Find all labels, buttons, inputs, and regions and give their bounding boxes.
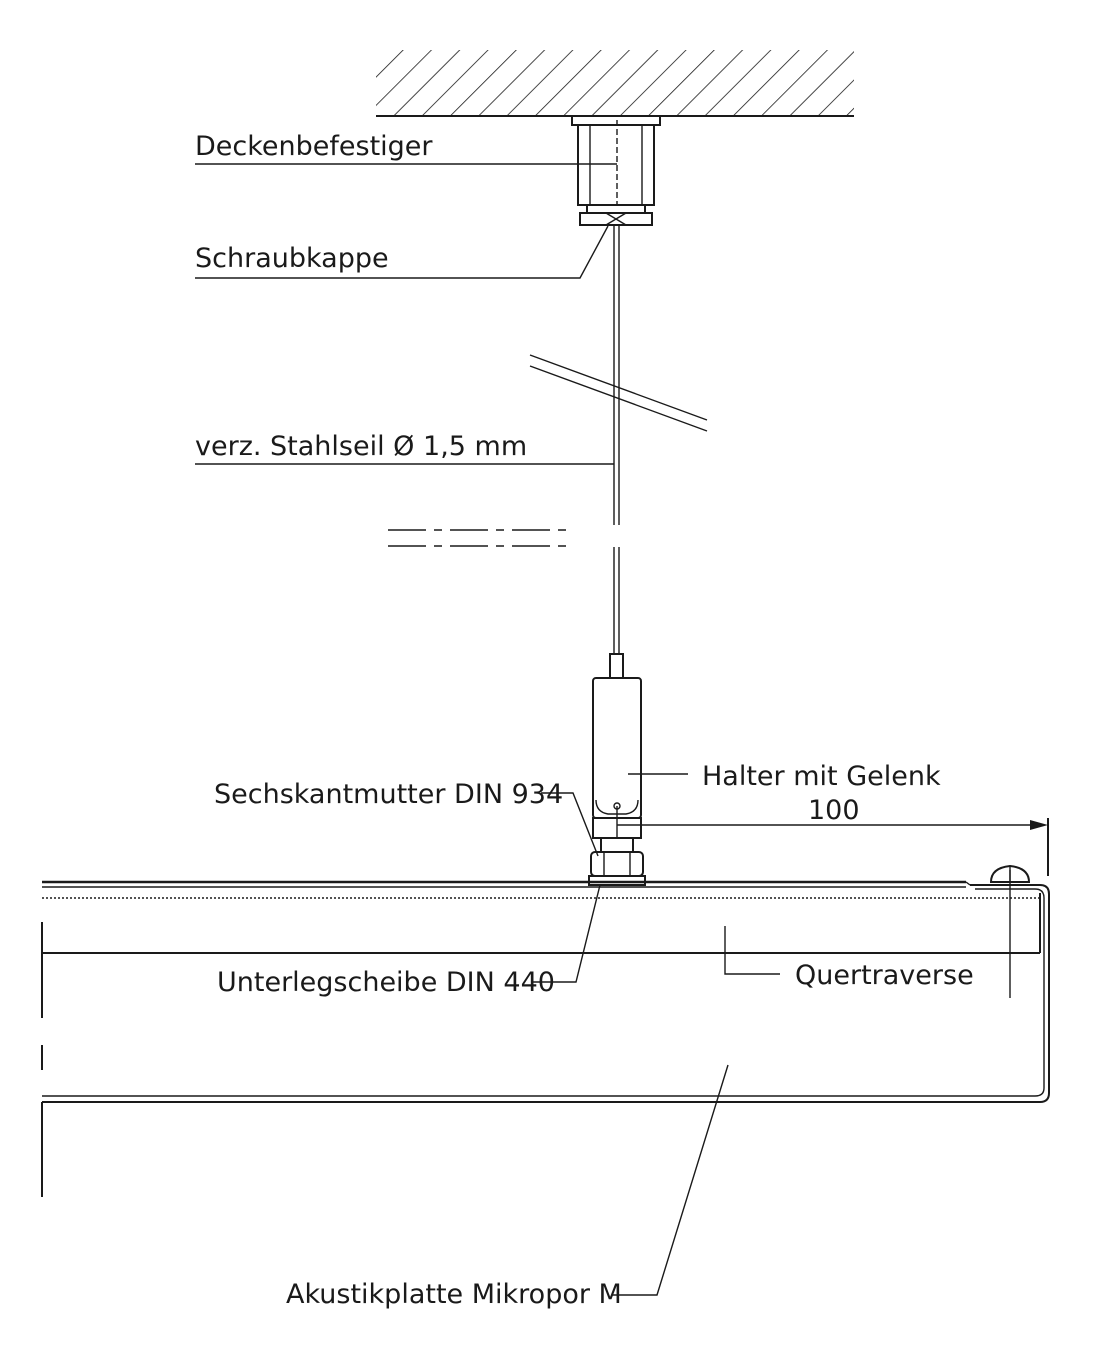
leader-cross-beam [724, 926, 780, 975]
cross-beam [42, 880, 1041, 954]
label-hex-nut: Sechskantmutter DIN 934 [214, 779, 563, 810]
label-holder: Halter mit Gelenk [702, 761, 941, 792]
break-line-dash [388, 529, 574, 547]
break-line-diagonal [529, 354, 708, 432]
leader-acoustic-panel [612, 1064, 729, 1296]
acoustic-panel [41, 881, 1050, 1197]
leader-screw-cap [195, 225, 609, 279]
label-acoustic-panel: Akustikplatte Mikropor M [286, 1279, 622, 1310]
label-dimension: 100 [808, 795, 860, 826]
label-cross-beam: Quertraverse [795, 960, 974, 991]
ceiling [376, 50, 854, 117]
leader-hex-nut [541, 792, 599, 857]
label-screw-cap: Schraubkappe [195, 243, 389, 274]
leader-washer [533, 884, 601, 983]
washer [588, 875, 646, 886]
steel-cable [613, 225, 620, 654]
label-steel-cable: verz. Stahlseil Ø 1,5 mm [195, 431, 527, 462]
holder-with-joint [592, 653, 642, 850]
screw-cap [579, 204, 653, 226]
dimension-line [617, 818, 1049, 998]
hex-nut [590, 837, 644, 877]
label-ceiling-fastener: Deckenbefestiger [195, 131, 433, 162]
ceiling-fastener [571, 115, 661, 210]
label-washer: Unterlegscheibe DIN 440 [217, 967, 555, 998]
